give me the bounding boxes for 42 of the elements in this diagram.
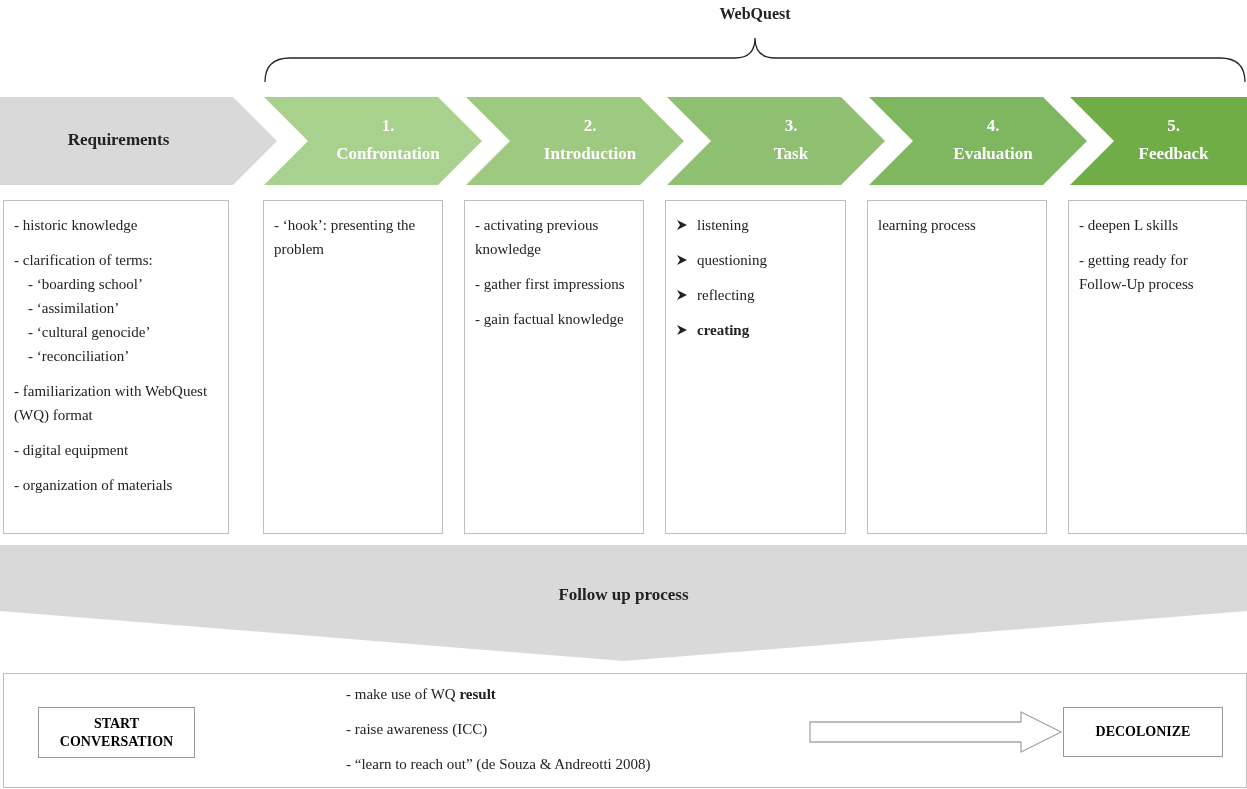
label-box <box>1063 707 1223 757</box>
list-item: - ‘assimilation’ <box>28 300 120 316</box>
panel <box>3 673 1247 788</box>
list-item: - ‘reconciliation’ <box>28 348 130 364</box>
list-item: reflecting <box>697 286 755 305</box>
list-item: creating <box>697 321 750 340</box>
list-item: - gather first impressions <box>475 276 625 292</box>
step-number: 4. <box>985 115 1001 137</box>
step-title: Evaluation <box>952 143 1034 165</box>
step-title: Task <box>772 143 810 165</box>
block-arrow <box>809 710 1063 754</box>
step-number: 3. <box>783 115 799 137</box>
label-box <box>38 707 195 758</box>
list-item: - familiarization with WebQuest (WQ) format <box>14 383 208 423</box>
box-label: START CONVERSATION <box>58 714 175 751</box>
list-item: questioning <box>697 251 767 270</box>
step-title: Feedback <box>1137 143 1210 165</box>
heading: Requirements <box>66 129 171 151</box>
band-title: Follow up process <box>557 585 690 605</box>
step-title: Confrontation <box>335 143 441 165</box>
list-item: learning process <box>878 217 976 233</box>
list-item: - deepen L skills <box>1079 217 1178 233</box>
list-item: - activating previous knowledge <box>475 217 599 257</box>
step-title: Introduction <box>542 143 638 165</box>
list-item: - ‘cultural genocide’ <box>28 324 151 340</box>
list-item: - raise awareness (ICC) <box>346 721 488 738</box>
list-item: listening <box>697 216 749 235</box>
list-item: - “learn to reach out” (de Souza & Andreotti 2008) <box>346 756 651 773</box>
step-number: 5. <box>1166 115 1181 137</box>
list-item: - ‘hook’: presenting the problem <box>274 217 416 257</box>
list-item: - gain factual knowledge <box>475 311 624 327</box>
bracket-label: WebQuest <box>718 5 792 23</box>
list-item: - getting ready for Follow-Up process <box>1079 252 1194 292</box>
list-item: - clarification of terms: <box>14 252 153 268</box>
step-number: 2. <box>582 115 598 137</box>
step-number: 1. <box>380 115 396 137</box>
box-label: DECOLONIZE <box>1095 723 1191 741</box>
list-item: - digital equipment <box>14 442 129 458</box>
list-item: - ‘boarding school’ <box>28 276 143 292</box>
list-item: - organization of materials <box>14 477 173 493</box>
list-item: - make use of WQ result <box>346 686 496 703</box>
list-item: - historic knowledge <box>14 217 138 233</box>
